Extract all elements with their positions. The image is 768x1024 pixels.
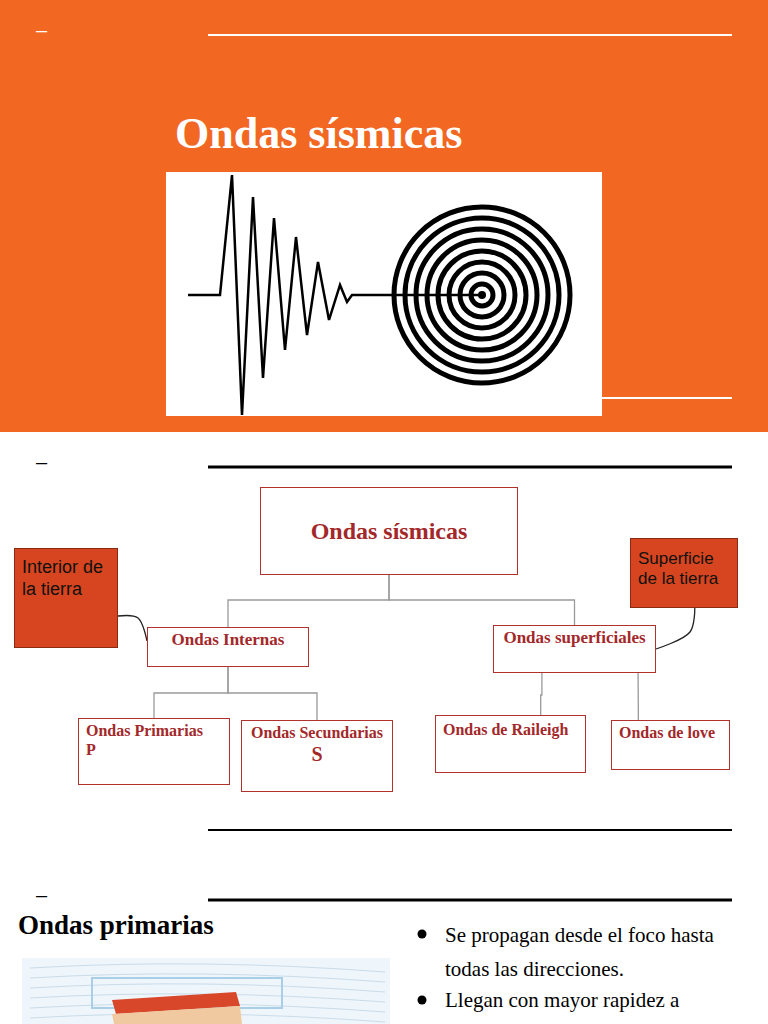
node-text: Ondas Primarias (86, 721, 222, 740)
node-text: Ondas sísmicas (271, 517, 507, 546)
tree-connector (228, 667, 317, 720)
node-text: Ondas de Raileigh (443, 720, 578, 739)
node-text: P (86, 740, 222, 759)
node-text: Ondas Secundarias (246, 723, 388, 742)
node-text: Interior de la tierra (22, 557, 110, 600)
wave-type-box: Ondas SecundariasS (241, 720, 393, 792)
tree-connector (637, 673, 639, 720)
slide-dash: – (36, 18, 47, 42)
tree-connector (541, 673, 542, 715)
illustration-panel (166, 172, 602, 416)
rule-line (602, 397, 732, 399)
node-text: Superficie de la tierra (638, 549, 730, 590)
rule-line (208, 829, 732, 831)
callout-box: Superficie de la tierra (630, 538, 738, 608)
orange-band (0, 0, 768, 432)
node-text: Ondas Internas (153, 630, 303, 650)
wave-picture (22, 958, 390, 1024)
callout-leader (656, 608, 695, 649)
wave-type-box: Ondas de love (611, 720, 730, 770)
tree-connector (154, 667, 228, 718)
tree-connector (228, 575, 389, 627)
rule-line (208, 34, 732, 36)
node-text: Ondas de love (619, 723, 722, 742)
bullet-text: Se propagan desde el foco hasta todas la… (445, 919, 745, 986)
bullet-text: Llegan con mayor rapidez a (445, 988, 755, 1013)
slide-title: Ondas sísmicas (175, 108, 462, 161)
slide-dash: – (36, 883, 47, 907)
wave-type-box: Ondas PrimariasP (78, 718, 230, 785)
concentric-rings (394, 207, 570, 383)
epicenter-dot (478, 291, 486, 299)
wave-type-box: Ondas de Raileigh (435, 715, 586, 773)
category-box: Ondas Internas (147, 627, 309, 667)
node-text: Ondas superficiales (499, 628, 650, 648)
tree-connector (389, 575, 575, 625)
callout-leader (118, 616, 147, 641)
callout-box: Interior de la tierra (14, 548, 118, 648)
rule-line (208, 899, 732, 902)
root-box: Ondas sísmicas (260, 487, 518, 575)
category-box: Ondas superficiales (493, 625, 656, 673)
rule-line (208, 466, 732, 469)
section-heading: Ondas primarias (18, 909, 214, 941)
slide-dash: – (36, 450, 47, 474)
node-text: S (246, 742, 388, 766)
bullet (418, 996, 427, 1005)
bullet (418, 930, 427, 939)
